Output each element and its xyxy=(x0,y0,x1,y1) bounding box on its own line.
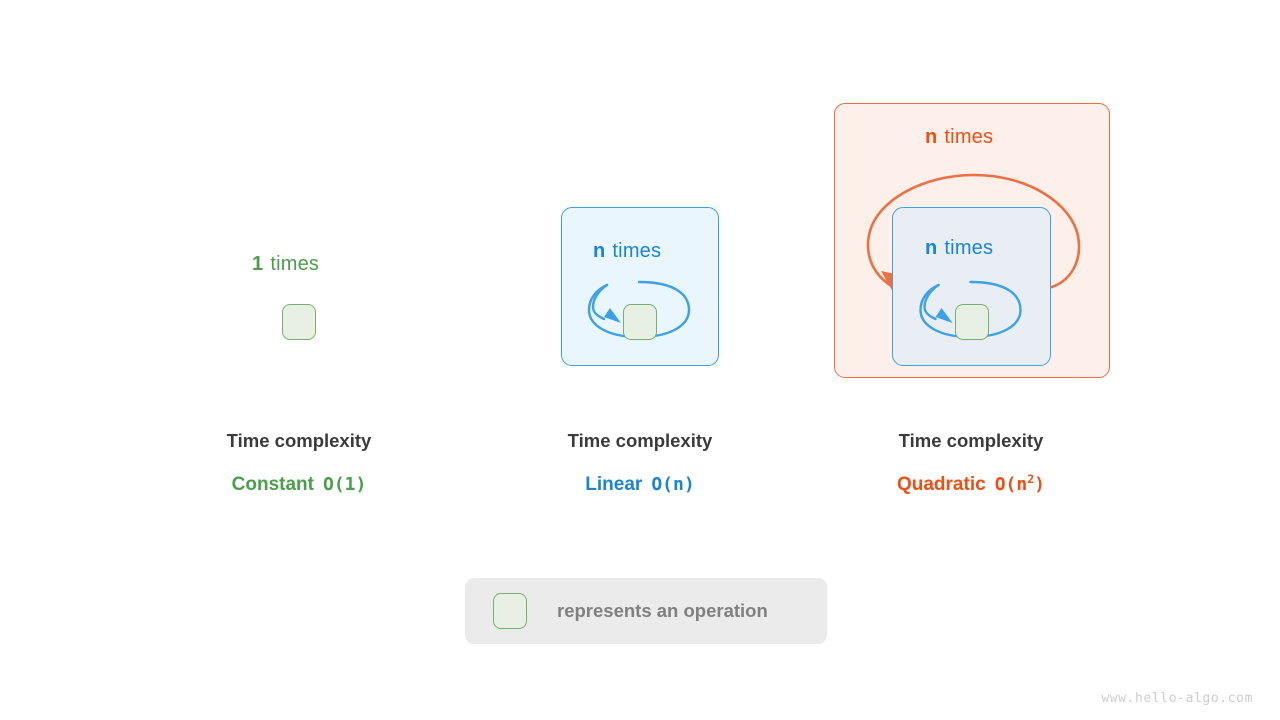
times-symbol-quadratic-outer: n xyxy=(925,126,938,148)
big-o-exponent: 2 xyxy=(1027,471,1035,486)
big-o-open: O( xyxy=(994,473,1017,495)
label-value-constant: Constant O(1) xyxy=(129,475,469,494)
label-title-quadratic: Time complexity xyxy=(898,430,1044,451)
times-symbol-quadratic-inner: n xyxy=(925,237,938,259)
times-word-quadratic-outer: times xyxy=(944,126,994,148)
times-word-linear: times xyxy=(612,240,662,262)
times-word-constant: times xyxy=(270,253,320,275)
operation-square-quadratic xyxy=(955,304,989,340)
big-o-linear: O(n) xyxy=(651,473,695,495)
times-symbol-linear: n xyxy=(593,240,606,262)
loop-box-linear xyxy=(561,207,719,366)
column-label-linear: Time complexity Linear O(n) xyxy=(470,430,810,494)
watermark: www.hello-algo.com xyxy=(1101,691,1253,706)
big-o-close: ) xyxy=(1034,473,1045,495)
big-o-constant: O(1) xyxy=(322,473,367,495)
operation-square-linear xyxy=(623,304,657,340)
complexity-name-constant: Constant xyxy=(231,473,314,495)
times-symbol-constant: 1 xyxy=(252,253,264,275)
column-label-constant: Time complexity Constant O(1) xyxy=(129,430,469,494)
complexity-name-linear: Linear xyxy=(585,473,643,495)
loop-box-quadratic-inner xyxy=(892,207,1051,366)
label-title-constant: Time complexity xyxy=(226,430,372,451)
complexity-name-quadratic: Quadratic xyxy=(896,473,986,495)
label-value-linear: Linear O(n) xyxy=(470,475,810,494)
big-o-quadratic: O(n2) xyxy=(994,471,1045,495)
operation-square-constant xyxy=(282,304,316,340)
legend-operation-square xyxy=(493,593,527,629)
times-word-quadratic-inner: times xyxy=(944,237,994,259)
label-value-quadratic: Quadratic O(n2) xyxy=(801,471,1141,495)
big-o-var: n xyxy=(1016,473,1028,495)
legend-label: represents an operation xyxy=(557,600,768,621)
label-title-linear: Time complexity xyxy=(567,430,713,451)
legend: represents an operation xyxy=(465,578,827,644)
column-label-quadratic: Time complexity Quadratic O(n2) xyxy=(801,430,1141,495)
times-caption-constant: 1 times xyxy=(252,254,319,274)
